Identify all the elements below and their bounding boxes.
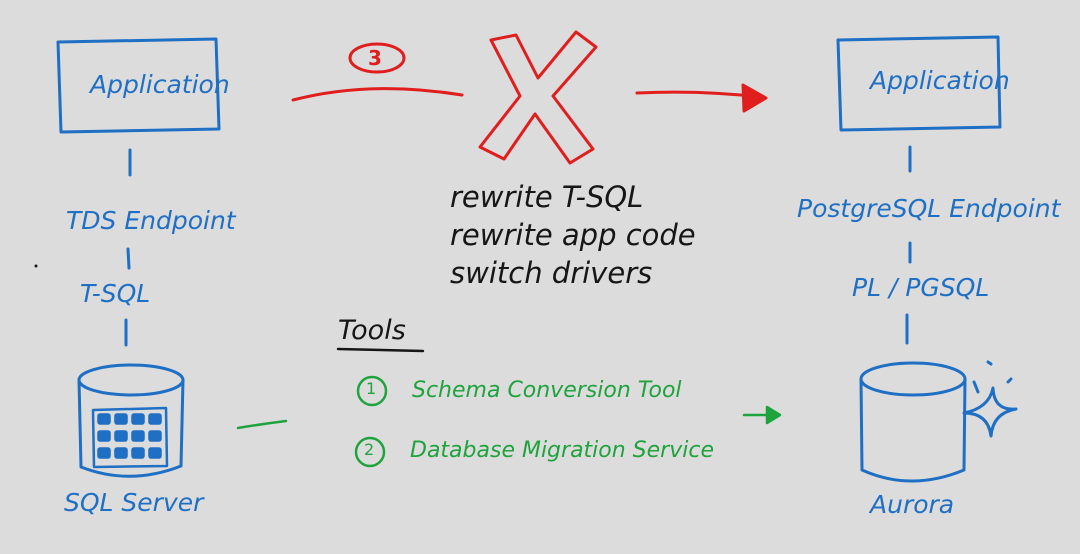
note-rewrite-app-code: rewrite app code [450,218,696,252]
right-application-label: Application [870,66,1010,95]
pl-pgsql-label: PL / PGSQL [852,273,990,302]
tool-1-label: Schema Conversion Tool [412,378,682,403]
green-connector-left [236,419,288,430]
sparkle-icon [962,386,1018,438]
green-arrowhead [765,405,782,425]
red-arrow-left-segment [291,87,464,102]
red-arrowhead [741,83,768,113]
note-switch-drivers: switch drivers [450,256,653,290]
sql-server-database-icon [77,363,185,478]
note-rewrite-tsql: rewrite T-SQL [450,180,644,214]
tool-2-badge [354,436,386,468]
right-application-box [836,35,1002,132]
left-application-label: Application [90,70,230,99]
tool-1-number: 1 [366,379,377,398]
tool-2-label: Database Migration Service [410,438,714,463]
step-3-badge [348,42,406,74]
left-application-box [56,37,221,134]
postgresql-endpoint-label: PostgreSQL Endpoint [797,194,1061,223]
sql-server-label: SQL Server [64,488,204,517]
tds-endpoint-label: TDS Endpoint [66,206,236,235]
aurora-database-icon [859,361,967,483]
table-grid-icon [97,413,162,459]
red-arrow-right-segment [635,90,762,99]
tool-2-number: 2 [364,440,375,459]
aurora-label: Aurora [870,490,955,519]
tool-1-badge [356,375,388,407]
red-x-mark [478,30,598,165]
tools-underline [336,347,425,353]
tools-heading: Tools [338,315,406,346]
step-3-number: 3 [368,46,382,70]
left-connector-2 [126,247,131,270]
t-sql-label: T-SQL [80,279,151,308]
